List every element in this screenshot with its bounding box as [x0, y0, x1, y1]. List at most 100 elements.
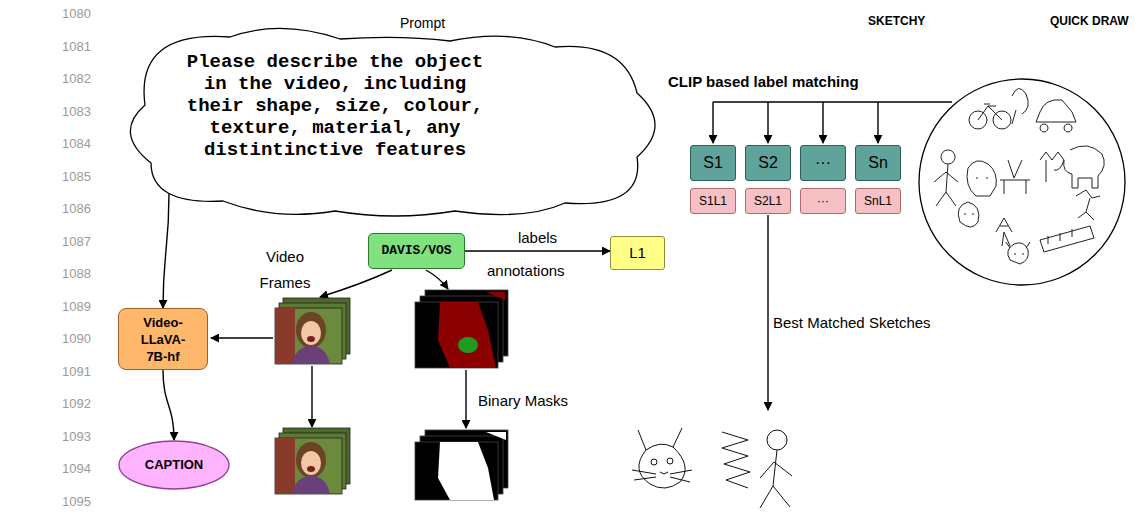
cloud-outline: [130, 28, 655, 216]
person-head: [767, 430, 787, 450]
line-number: 1091: [62, 364, 91, 380]
masks-down-arrow: [465, 370, 466, 428]
jumper-sketch: [1076, 190, 1100, 220]
node-label: CAPTION: [118, 457, 230, 473]
best-matched-cat-sketch: [632, 428, 692, 488]
cat-whiskers: [632, 470, 692, 482]
mask-region-green: [458, 337, 478, 353]
data-label: Video Frames: [256, 244, 314, 296]
mask-silhouette: [438, 442, 494, 500]
node-label: S1: [703, 153, 723, 172]
sketch-dataset-circle: [919, 79, 1125, 285]
flow-arrow: [163, 193, 169, 308]
annotations-arrow: [426, 270, 448, 289]
node-text: Please describe the object in the video,…: [180, 51, 490, 161]
line-number: 1093: [62, 429, 91, 445]
person-body: [760, 450, 792, 508]
node-label: S2: [758, 153, 778, 172]
sketch-label-box: SnL1: [855, 188, 901, 214]
best-match-arrow: [767, 215, 768, 410]
label-box: L1: [610, 236, 665, 270]
cat-eye: [651, 459, 657, 465]
hair: [296, 442, 326, 478]
line-number: 1084: [62, 136, 91, 152]
frame-wall: [275, 438, 295, 494]
dataset-name: SKETCHY: [868, 14, 925, 28]
node-label: SnL1: [864, 194, 892, 208]
line-number: 1081: [62, 39, 91, 55]
data-label: annotations: [487, 262, 565, 280]
prompt-cloud: PromptPlease describe the object in the …: [115, 15, 670, 220]
edge-label: labels: [516, 229, 559, 247]
cat-sketch: [1006, 242, 1030, 264]
car-sketch: [1036, 100, 1076, 132]
data-label: Best Matched Sketches: [773, 314, 931, 332]
mask-region-red: [438, 302, 496, 368]
runner-sketch: [996, 218, 1012, 246]
tree-sketch: [1040, 152, 1064, 182]
line-number: 1090: [62, 331, 91, 347]
frames-down-arrow: [311, 366, 312, 427]
video-frames-stack-output: [275, 428, 350, 494]
shirt: [292, 346, 330, 364]
line-number: 1089: [62, 299, 91, 315]
sketch-label-box: S1L1: [690, 188, 736, 214]
head-sketch: [967, 161, 996, 196]
shirt: [292, 476, 330, 494]
dataset-name: QUICK DRAW: [1050, 14, 1129, 28]
data-label: Binary Masks: [478, 392, 568, 410]
face: [301, 451, 321, 475]
bicycle-sketch: [969, 104, 1011, 129]
sketch-box: ···: [800, 145, 846, 181]
sketch-label-box: S2L1: [745, 188, 791, 214]
train-sketch: [1040, 226, 1094, 252]
elephant-sketch: [1054, 146, 1104, 188]
sketch-box: S2: [745, 145, 791, 181]
line-number: 1092: [62, 396, 91, 412]
mouth: [307, 336, 315, 342]
figure-sketch: [1012, 88, 1028, 124]
model-box: Video- LLaVA- 7B-hf: [118, 308, 208, 370]
motion-lines: [722, 432, 750, 488]
mask-region-red-back: [486, 292, 505, 300]
dataset-circle: [919, 79, 1125, 285]
cat-eye: [667, 458, 673, 464]
flow-arrow: [163, 370, 174, 440]
node-label: S1L1: [699, 194, 727, 208]
node-label: S2L1: [754, 194, 782, 208]
matching-arrow: [822, 102, 823, 143]
best-matched-person-sketch: [722, 430, 792, 508]
line-number: 1082: [62, 71, 91, 87]
hair: [296, 312, 326, 348]
node-label: DAVIS/VOS: [381, 243, 451, 259]
node-label: Sn: [868, 153, 888, 172]
flow-arrow: [465, 250, 610, 251]
dataset-box: DAVIS/VOS: [368, 233, 465, 269]
matching-arrow: [877, 102, 878, 143]
node-label: ···: [817, 194, 829, 208]
matching-arrow: [767, 102, 768, 143]
binary-masks-stack: [415, 430, 508, 500]
node-label: L1: [629, 244, 646, 262]
caption-ellipse: CAPTION: [118, 440, 230, 490]
matching-arrow: [712, 102, 713, 143]
swing-sketch: [1000, 160, 1030, 194]
frame-front: [275, 438, 342, 494]
frame-stroke: [978, 104, 1002, 120]
ellipse-outline: [119, 441, 229, 489]
line-number: 1087: [62, 234, 91, 250]
mask-silhouette-back: [486, 432, 506, 440]
line-number: 1095: [62, 494, 91, 510]
line-number: 1094: [62, 461, 91, 477]
animal-sketch: [958, 202, 979, 227]
line-number: 1083: [62, 104, 91, 120]
process-label: CLIP based label matching: [668, 73, 859, 91]
face: [301, 321, 321, 345]
line-number: 1086: [62, 201, 91, 217]
frames-to-model-arrow: [211, 337, 273, 338]
sketch-label-box: ···: [800, 188, 846, 214]
clip-matching-lines: [713, 102, 952, 410]
line-number: 1080: [62, 6, 91, 22]
frame-wall: [275, 308, 295, 364]
